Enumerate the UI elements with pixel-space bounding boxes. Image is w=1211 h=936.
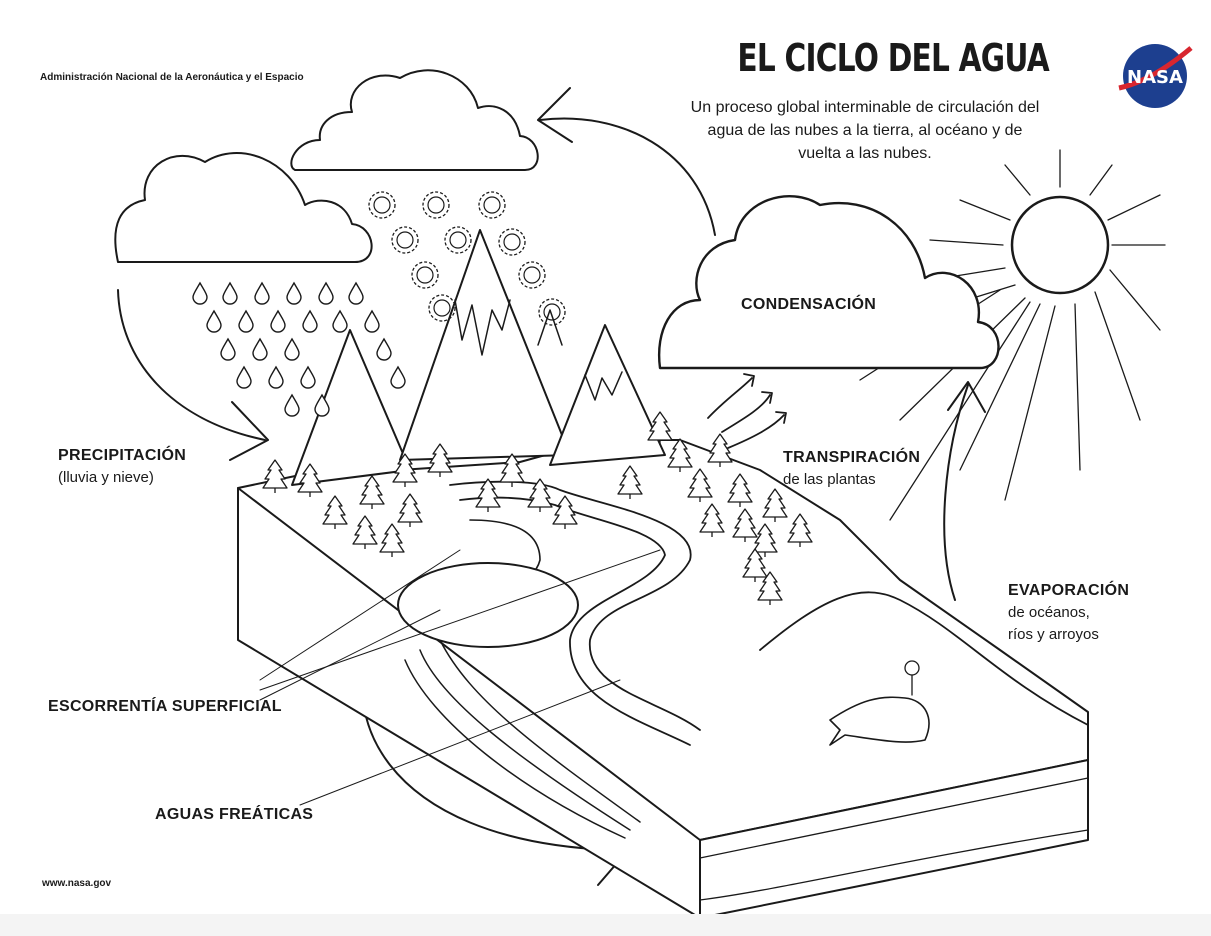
nasa-logo: NASA [1118,44,1193,108]
label-precipitation: PRECIPITACIÓN [58,447,187,464]
footer-url: www.nasa.gov [42,878,112,889]
label-evaporation-detail-1: de océanos, [1008,604,1090,621]
groundwater-layer [419,649,631,831]
label-groundwater: AGUAS FREÁTICAS [155,806,314,823]
condensation-cloud [657,195,1000,370]
footer-band [0,914,1211,936]
label-evaporation: EVAPORACIÓN [1008,582,1130,599]
mountain-center [399,229,571,461]
arrowhead-top-icon [537,87,573,143]
mountain-left [291,329,411,486]
subtitle: Un proceso global interminable de circul… [690,99,1040,162]
whale-icon [829,696,930,746]
label-transpiration-detail: de las plantas [783,471,876,488]
label-transpiration: TRANSPIRACIÓN [783,449,921,466]
label-precipitation-detail: (lluvia y nieve) [58,469,154,486]
agency-name: Administración Nacional de la Aeronáutic… [40,72,304,83]
label-condensation: CONDENSACIÓN [741,296,877,313]
river [449,480,701,731]
label-evaporation-detail-2: ríos y arroyos [1008,626,1099,643]
sun-icon [859,149,1166,521]
transpiration-wisps [707,373,787,449]
arrowhead-evap-icon [947,381,986,413]
cycle-arrow-evap [943,384,969,601]
arrowhead-left-icon [229,401,269,461]
cycle-arrow-top [539,117,716,236]
shoreline [759,591,1089,726]
leader-lines [259,549,661,806]
left-cloud [114,152,373,263]
mountain-right [549,324,666,466]
lake [397,562,579,648]
terrain-front-right [699,759,1089,919]
mountain-center-snow [454,299,511,356]
cycle-arrow-left [117,289,266,441]
top-cloud [290,69,539,171]
page-title: EL CICLO DEL AGUA [737,36,1049,80]
label-surface-runoff: ESCORRENTÍA SUPERFICIAL [48,698,282,715]
nasa-logo-text: NASA [1127,67,1183,88]
